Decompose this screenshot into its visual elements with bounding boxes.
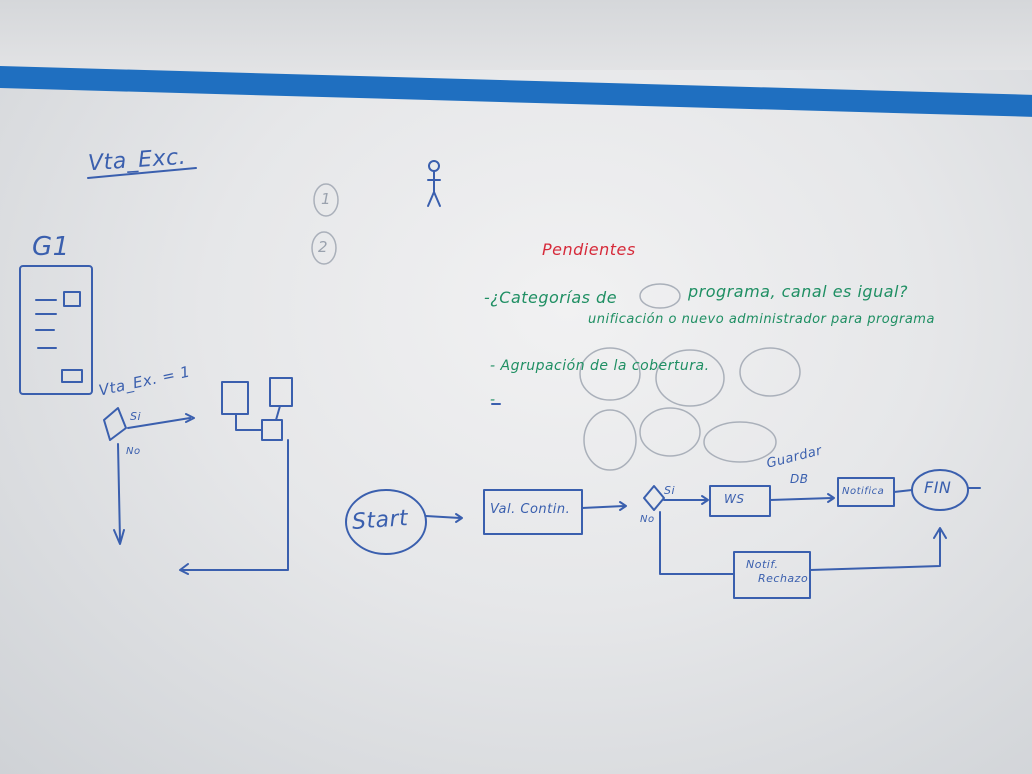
start-label: Start <box>351 506 410 535</box>
left-si-label: Si <box>130 410 142 423</box>
rechazo-label-1: Notif. <box>746 558 779 571</box>
rechazo-label-2: Rechazo <box>758 572 809 585</box>
menu-lines <box>35 299 57 349</box>
start-node <box>345 489 427 555</box>
val-contin-label: Val. Contin. <box>490 502 571 517</box>
notifica-label: Notifica <box>842 486 885 497</box>
no-path <box>659 511 735 575</box>
pendientes-item1-note: unificación o nuevo administrador para p… <box>588 312 935 327</box>
decision-diamond <box>643 485 665 511</box>
wall-background <box>0 0 1032 70</box>
pendientes-item3: - <box>490 392 496 408</box>
pendientes-item2: - Agrupación de la cobertura. <box>490 358 710 374</box>
left-no-label: No <box>126 446 141 457</box>
val-contin-box <box>483 489 583 535</box>
ws-box <box>709 485 771 517</box>
ws-arrow <box>769 493 835 503</box>
db-label: DB <box>790 472 809 486</box>
g1-label: G1 <box>32 232 70 262</box>
flow-no-label: No <box>640 514 655 525</box>
fin-node <box>911 469 969 511</box>
left-bottom-return <box>179 439 289 575</box>
pendientes-heading: Pendientes <box>542 240 636 259</box>
si-arrow <box>663 495 709 505</box>
left-box-connectors <box>235 405 281 431</box>
notifica-arrow <box>893 489 913 493</box>
rechazo-arrow <box>809 527 947 571</box>
flow-si-label: Si <box>664 484 676 497</box>
left-box-a <box>221 381 249 415</box>
left-down-arrow <box>113 529 125 545</box>
mockup-button-bottom <box>61 369 83 383</box>
ws-label: WS <box>724 492 745 506</box>
left-si-arrow <box>127 413 195 429</box>
circle-number-two: 2 <box>318 238 329 256</box>
left-no-line <box>117 443 121 541</box>
left-box-b <box>269 377 293 407</box>
mockup-button-top <box>63 291 81 307</box>
start-arrow <box>425 513 463 523</box>
phone-mockup <box>19 265 93 395</box>
fin-label: FIN <box>924 478 952 497</box>
val-arrow <box>581 501 627 511</box>
left-decision <box>103 407 127 441</box>
left-box-c <box>261 419 283 441</box>
title-underline <box>87 167 197 179</box>
rechazo-box <box>733 551 811 599</box>
stick-figure-body <box>427 170 441 207</box>
pendientes-item1b: programa, canal es igual? <box>688 282 908 301</box>
circle-number-one: 1 <box>321 190 332 208</box>
stick-figure-head <box>428 160 440 172</box>
pendientes-item1: -¿Categorías de <box>484 288 618 307</box>
